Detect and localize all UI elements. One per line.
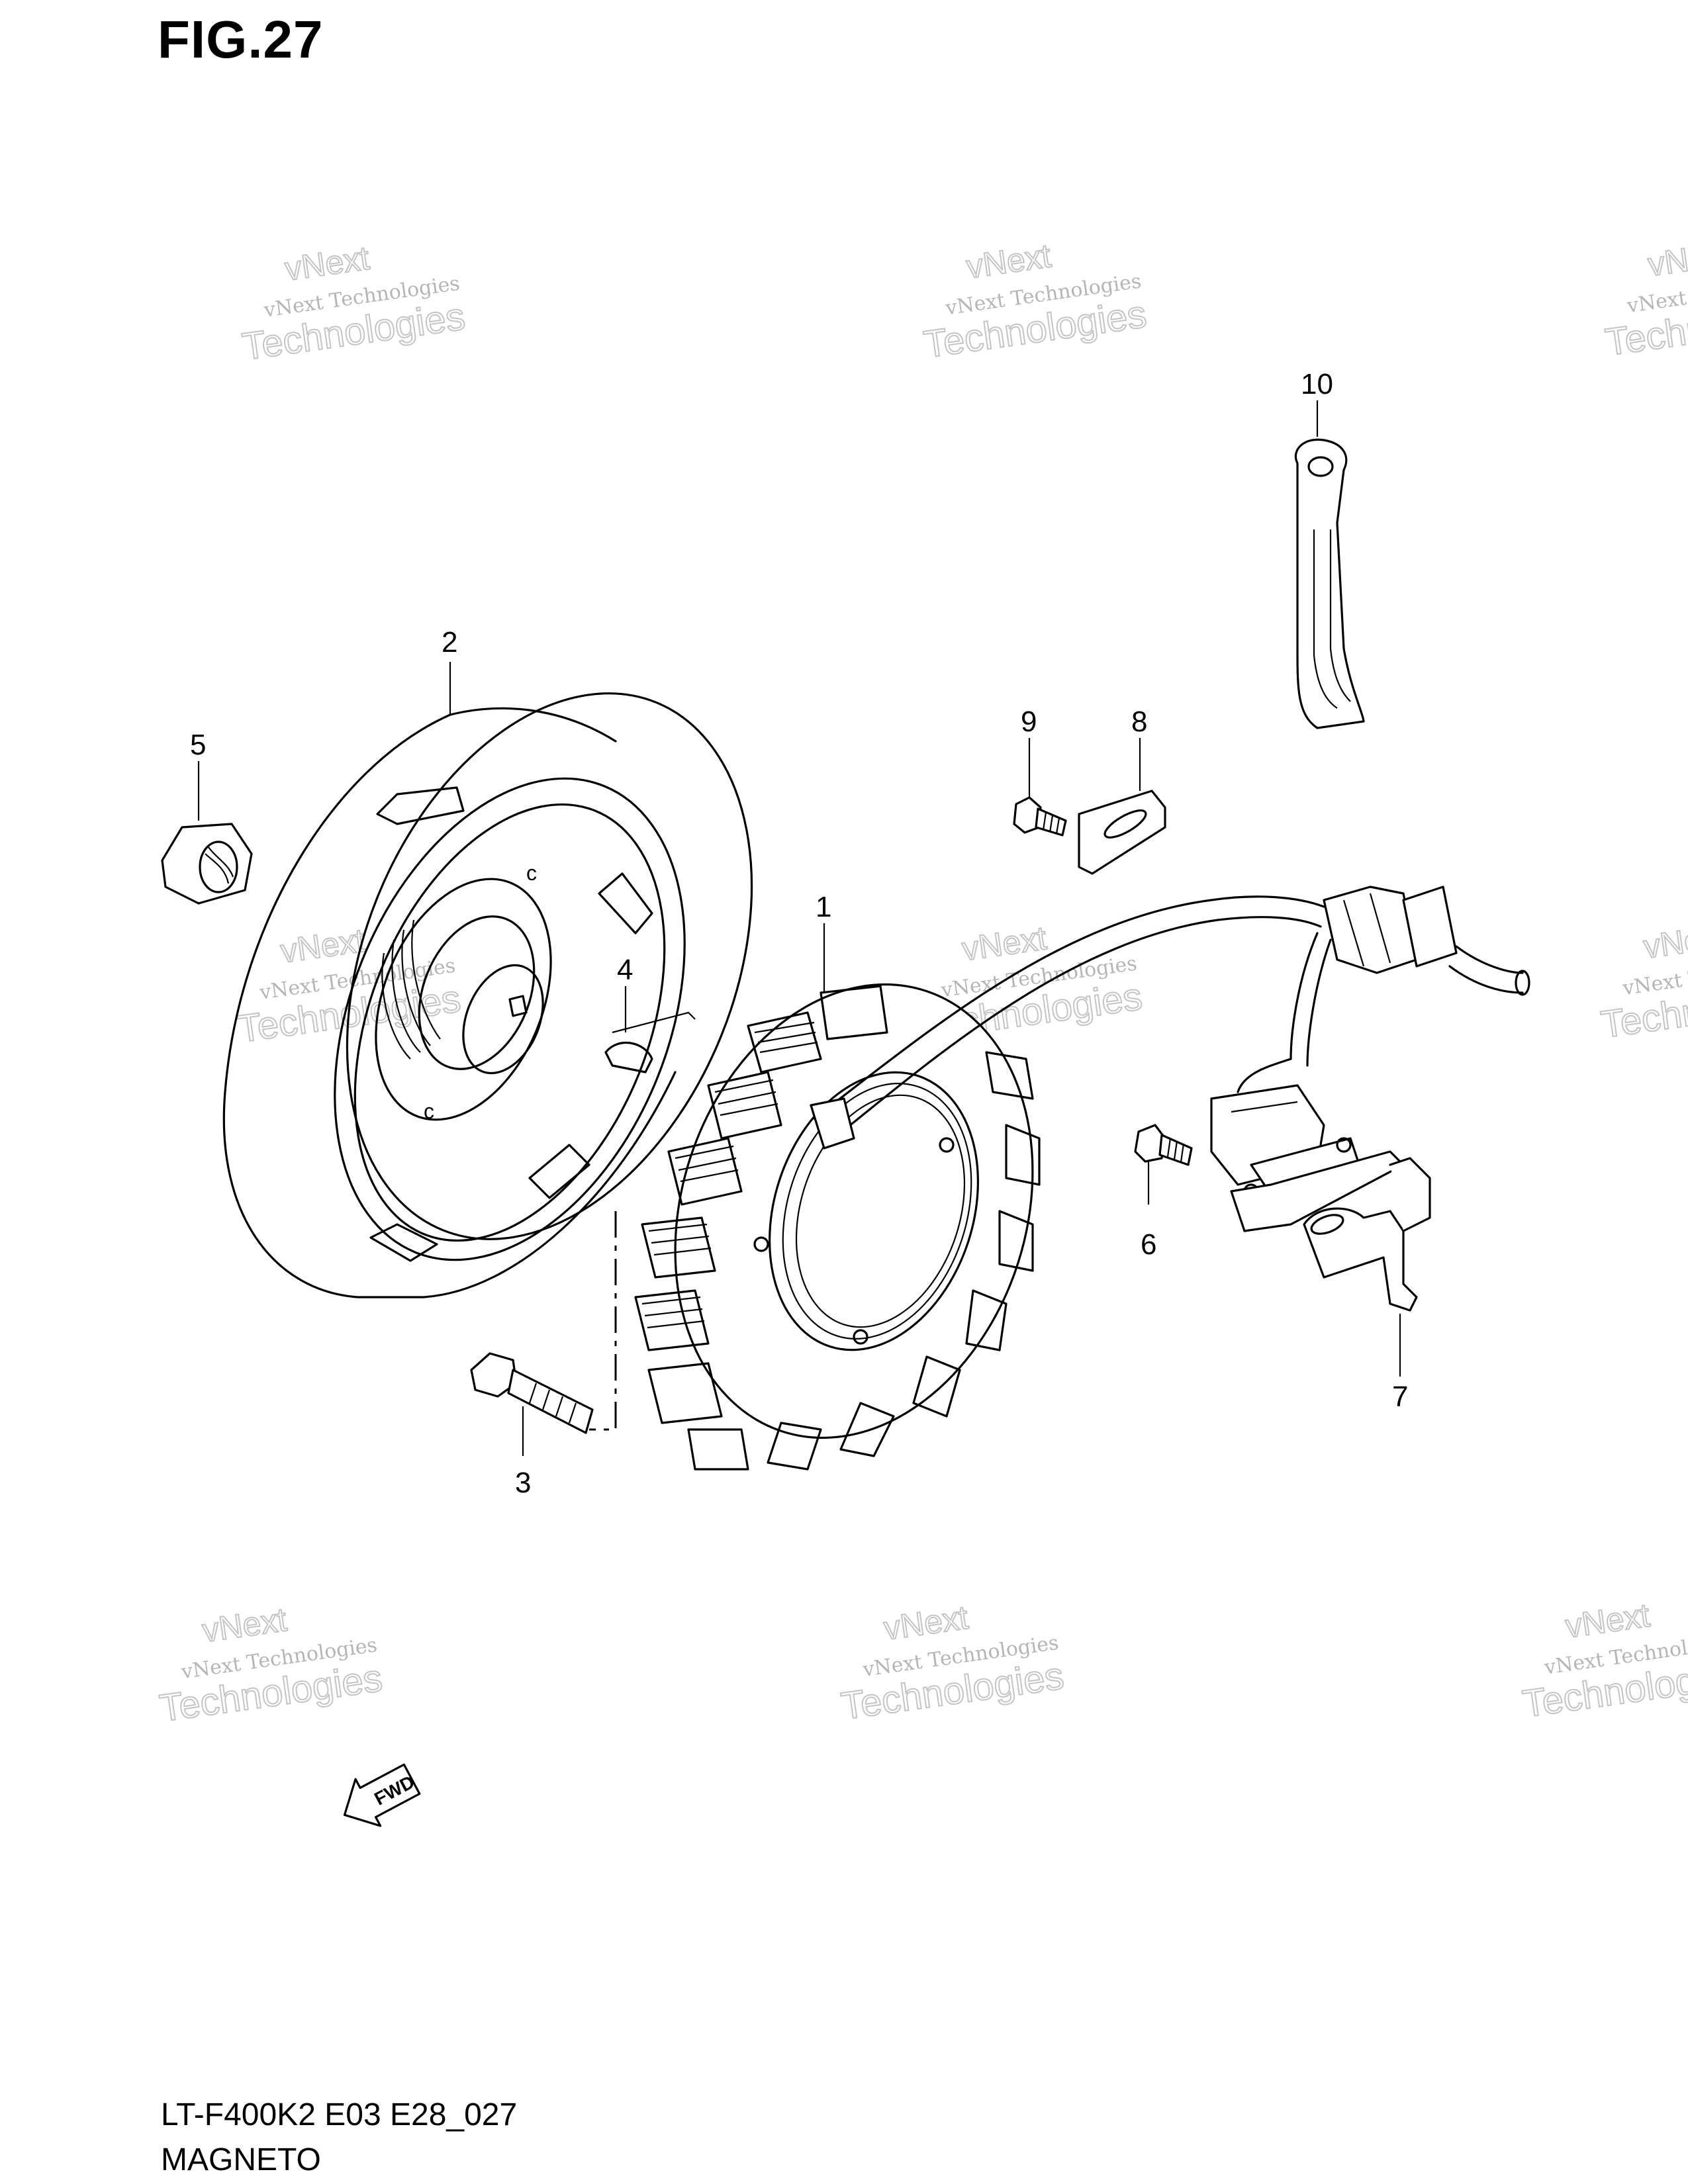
watermark: vNext vNext Technologies Technologies: [234, 921, 463, 1051]
watermark-brand: vNext: [283, 239, 371, 287]
clamp-screw: [1013, 796, 1067, 837]
watermark-brand: vNext: [882, 1599, 970, 1647]
callout-7: 7: [1392, 1381, 1408, 1413]
hole-mark: c: [424, 1099, 434, 1123]
callout-labels: 1 2 3 4 5 6 7 8 9 10: [190, 368, 1408, 1499]
watermark: vNext vNext Technologies Technologies: [1602, 234, 1688, 365]
watermark-brand: vNext: [200, 1601, 289, 1649]
watermark-brand: vNext: [960, 919, 1049, 968]
watermark: vNext vNext Technologies Technologies: [1519, 1596, 1688, 1726]
forward-arrow[interactable]: FWD: [332, 1756, 425, 1839]
assembly-line: [589, 1211, 617, 1431]
watermark-brand: vNext: [964, 237, 1053, 285]
wire-grommet: [1294, 438, 1365, 729]
callout-3: 3: [515, 1467, 531, 1499]
callout-8: 8: [1131, 705, 1147, 738]
woodruff-key: [604, 1011, 696, 1073]
watermark: vNext vNext Technologies Technologies: [1598, 917, 1688, 1047]
watermark-group: vNext vNext Technologies Technologies vN…: [156, 234, 1688, 1731]
watermark-brand: vNext: [278, 921, 367, 970]
watermark: vNext vNext Technologies Technologies: [838, 1598, 1067, 1729]
pickup-bracket: [1230, 1150, 1431, 1312]
callout-4: 4: [617, 954, 633, 986]
watermark-brand: vNext: [1646, 235, 1688, 283]
wire-clamp-plate: [1078, 790, 1166, 875]
figure-name: MAGNETO: [161, 2142, 321, 2177]
rotor-nut: [161, 823, 253, 905]
figure-code: LT-F400K2 E03 E28_027: [161, 2097, 518, 2132]
watermark: vNext vNext Technologies Technologies: [239, 238, 468, 369]
watermark-brand: vNext: [1641, 917, 1688, 966]
callout-2: 2: [442, 626, 457, 659]
watermark: vNext vNext Technologies Technologies: [156, 1600, 385, 1731]
figure-title: FIG.27: [158, 10, 324, 69]
hole-mark: c: [526, 861, 537, 885]
flywheel-rotor: c c: [222, 692, 753, 1298]
wire-harness: [810, 886, 1530, 1150]
callout-1: 1: [816, 891, 831, 923]
leader-lines: [197, 400, 1401, 1456]
watermark: vNext vNext Technologies Technologies: [921, 236, 1150, 367]
callout-6: 6: [1141, 1228, 1156, 1261]
callout-5: 5: [190, 729, 206, 761]
stator-bolt: [470, 1352, 594, 1434]
pickup-bolt: [1134, 1124, 1193, 1166]
callout-10: 10: [1301, 368, 1333, 400]
callout-9: 9: [1021, 705, 1037, 738]
watermark-brand: vNext: [1563, 1596, 1652, 1645]
